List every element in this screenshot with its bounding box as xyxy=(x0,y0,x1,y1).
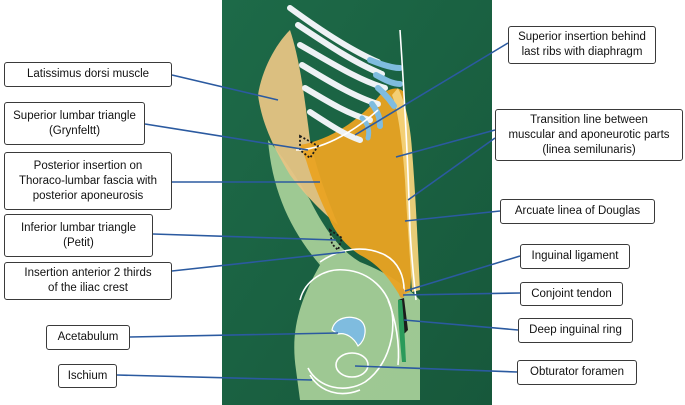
pointer-superior-insertion xyxy=(354,42,509,136)
rib-2 xyxy=(295,22,385,77)
pointer-obturator xyxy=(354,365,518,373)
rib-cage xyxy=(287,5,403,143)
cartilage-2 xyxy=(373,72,403,87)
pointer-latissimus xyxy=(171,74,279,101)
pointer-transition-b xyxy=(407,137,496,201)
label-deep-ring: Deep inguinal ring xyxy=(518,318,633,343)
label-posterior-insertion: Posterior insertion on Thoraco-lumbar fa… xyxy=(4,152,172,210)
pointer-acetabulum xyxy=(129,332,339,338)
label-inguinal-ligament: Inguinal ligament xyxy=(520,244,630,269)
label-conjoint-tendon: Conjoint tendon xyxy=(520,282,623,306)
pointer-conjoint xyxy=(402,292,521,296)
pointer-insertion-iliac xyxy=(171,251,346,272)
cartilage-3 xyxy=(375,85,397,109)
ischium-outline xyxy=(309,374,361,395)
oblique-muscle-region xyxy=(300,88,412,296)
pointer-superior-triangle xyxy=(144,123,309,151)
pointer-inferior-triangle xyxy=(152,233,337,241)
pointer-arcuate xyxy=(404,210,501,222)
pointer-lines xyxy=(116,42,521,381)
acetabulum-shape xyxy=(331,316,366,347)
rib-6 xyxy=(307,109,363,143)
label-latissimus: Latissimus dorsi muscle xyxy=(4,62,172,87)
superior-triangle-dots xyxy=(299,134,320,160)
label-transition-line: Transition line between muscular and apo… xyxy=(495,109,683,161)
cartilage-4 xyxy=(369,101,383,129)
aponeurosis-strip xyxy=(392,88,420,292)
label-acetabulum: Acetabulum xyxy=(46,325,130,350)
label-obturator: Obturator foramen xyxy=(517,360,637,385)
label-superior-triangle: Superior lumbar triangle (Grynfeltt) xyxy=(4,102,145,145)
pointer-transition-a xyxy=(395,129,496,158)
label-arcuate: Arcuate linea of Douglas xyxy=(500,199,655,224)
label-insertion-iliac: Insertion anterior 2 thirds of the iliac… xyxy=(4,262,172,300)
label-ischium: Ischium xyxy=(58,364,117,388)
spermatic-cord-shape xyxy=(398,300,406,362)
cartilage-1 xyxy=(367,57,403,71)
label-superior-insertion: Superior insertion behind last ribs with… xyxy=(508,26,656,64)
conjoint-tendon-shape xyxy=(399,288,405,298)
obturator-foramen-shape xyxy=(335,352,369,378)
pointer-deep-ring xyxy=(403,319,519,331)
label-inferior-triangle: Inferior lumbar triangle (Petit) xyxy=(4,214,153,257)
pointer-ischium xyxy=(116,374,313,381)
linea-alba-line xyxy=(399,29,417,301)
pubic-ramus-line xyxy=(387,299,400,366)
pointer-inguinal xyxy=(404,255,521,292)
